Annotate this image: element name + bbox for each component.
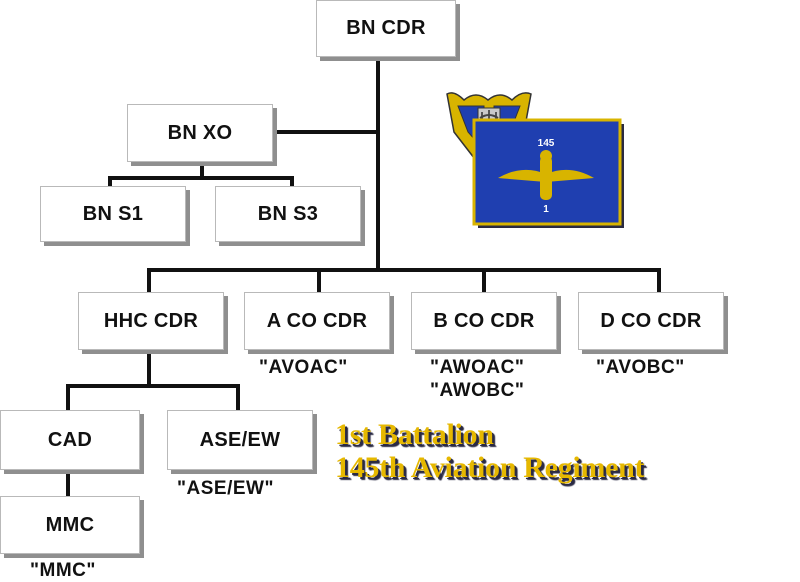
connector-cdr-trunk <box>376 57 380 270</box>
connector-bco-drop <box>482 268 486 292</box>
bn-xo-box: BN XO <box>127 104 273 162</box>
hhc-cdr-box: HHC CDR <box>78 292 224 350</box>
connector-hhc-drop <box>147 268 151 292</box>
b-co-course-note-2: "AWOBC" <box>430 380 525 401</box>
hhc-cdr-label: HHC CDR <box>103 309 199 332</box>
ase-ew-box: ASE/EW <box>167 410 313 470</box>
connector-xo-branch <box>273 130 380 134</box>
connector-company-bar <box>147 268 661 272</box>
connector-asew-drop <box>236 384 240 410</box>
a-co-course-note: "AVOAC" <box>259 357 348 378</box>
unit-title-line2: 145th Aviation Regiment <box>335 451 645 484</box>
bn-s1-label: BN S1 <box>82 202 144 225</box>
connector-hhc-down <box>147 350 151 388</box>
bn-cdr-box: BN CDR <box>316 0 456 57</box>
cad-box: CAD <box>0 410 140 470</box>
d-co-cdr-label: D CO CDR <box>600 309 702 332</box>
mmc-course-note: "MMC" <box>30 560 96 581</box>
d-co-course-note: "AVOBC" <box>596 357 685 378</box>
ase-ew-course-note: "ASE/EW" <box>177 478 274 499</box>
flag-number: 145 <box>538 138 555 149</box>
bn-cdr-label: BN CDR <box>346 17 426 39</box>
connector-staff-bar <box>108 176 294 180</box>
connector-xo-down <box>200 162 204 180</box>
connector-aco-drop <box>317 268 321 292</box>
connector-cad-drop <box>66 384 70 410</box>
connector-s1-drop <box>108 176 112 186</box>
unit-title-line1: 1st Battalion <box>335 418 494 451</box>
b-co-cdr-box: B CO CDR <box>411 292 557 350</box>
a-co-cdr-label: A CO CDR <box>266 309 368 332</box>
flag-sub-number: 1 <box>543 204 549 215</box>
connector-s3-drop <box>290 176 294 186</box>
cad-label: CAD <box>47 428 93 451</box>
connector-hhc-sub-bar <box>66 384 240 388</box>
bn-s3-label: BN S3 <box>257 202 319 225</box>
b-co-course-note-1: "AWOAC" <box>430 357 525 378</box>
bn-s3-box: BN S3 <box>215 186 361 242</box>
mmc-box: MMC <box>0 496 140 554</box>
b-co-cdr-label: B CO CDR <box>433 309 535 332</box>
bn-s1-box: BN S1 <box>40 186 186 242</box>
regiment-flag-icon: 145 1 <box>472 118 624 228</box>
mmc-label: MMC <box>45 513 95 536</box>
ase-ew-label: ASE/EW <box>199 428 281 451</box>
connector-dco-drop <box>657 268 661 292</box>
bn-xo-label: BN XO <box>167 121 233 144</box>
a-co-cdr-box: A CO CDR <box>244 292 390 350</box>
connector-cad-mmc <box>66 470 70 496</box>
d-co-cdr-box: D CO CDR <box>578 292 724 350</box>
